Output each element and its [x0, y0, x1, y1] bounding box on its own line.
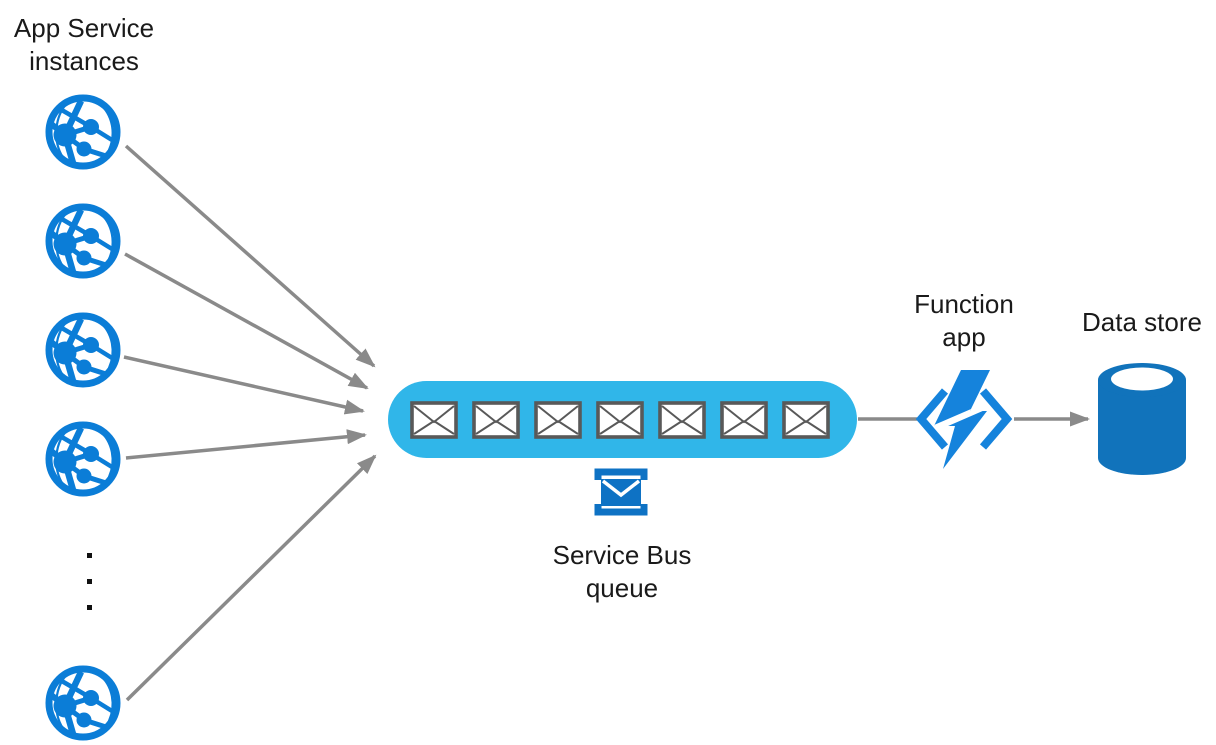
- envelope-message-icon: [596, 401, 644, 439]
- ellipsis-dot: [87, 553, 92, 558]
- app-service-label-line2: instances: [29, 46, 139, 76]
- app-service-globe-icon: [44, 311, 122, 389]
- app-service-globe-icon: [44, 93, 122, 171]
- envelope-message-icon: [472, 401, 520, 439]
- arrow-instance5-to-queue: [125, 454, 377, 702]
- arrow-instance1-to-queue: [124, 144, 376, 368]
- arrow-instance3-to-queue: [123, 355, 365, 415]
- data-store-label: Data store: [1071, 306, 1213, 339]
- envelope-message-icon: [410, 401, 458, 439]
- arrow-instance4-to-queue: [125, 429, 367, 460]
- envelope-message-icon: [720, 401, 768, 439]
- data-store-label-line1: Data store: [1082, 307, 1202, 337]
- app-service-globe-icon: [44, 664, 122, 742]
- app-service-globe-icon: [44, 202, 122, 280]
- service-bus-queue-label: Service Bus queue: [538, 539, 706, 605]
- left-angle-bracket-icon: [915, 388, 949, 450]
- arrow-instance2-to-queue: [124, 252, 369, 390]
- function-app-label-line1: Function: [914, 289, 1014, 319]
- service-bus-queue-pill: [388, 381, 857, 458]
- service-bus-queue-icon: [594, 468, 648, 516]
- ellipsis-dot: [87, 605, 92, 610]
- app-service-label-line1: App Service: [13, 13, 155, 43]
- envelope-message-icon: [782, 401, 830, 439]
- envelope-message-icon: [534, 401, 582, 439]
- app-service-globe-icon: [44, 420, 122, 498]
- right-angle-bracket-icon: [979, 388, 1013, 450]
- envelope-message-icon: [658, 401, 706, 439]
- function-app-icon: [915, 370, 1013, 469]
- data-store-icon: [1098, 363, 1186, 475]
- app-service-label: App Service instances: [0, 12, 168, 78]
- service-bus-label-line2: queue: [585, 573, 659, 603]
- service-bus-label-line1: Service Bus: [552, 540, 692, 570]
- function-app-label: Function app: [900, 288, 1028, 354]
- ellipsis-dot: [87, 579, 92, 584]
- function-app-label-line2: app: [942, 322, 986, 352]
